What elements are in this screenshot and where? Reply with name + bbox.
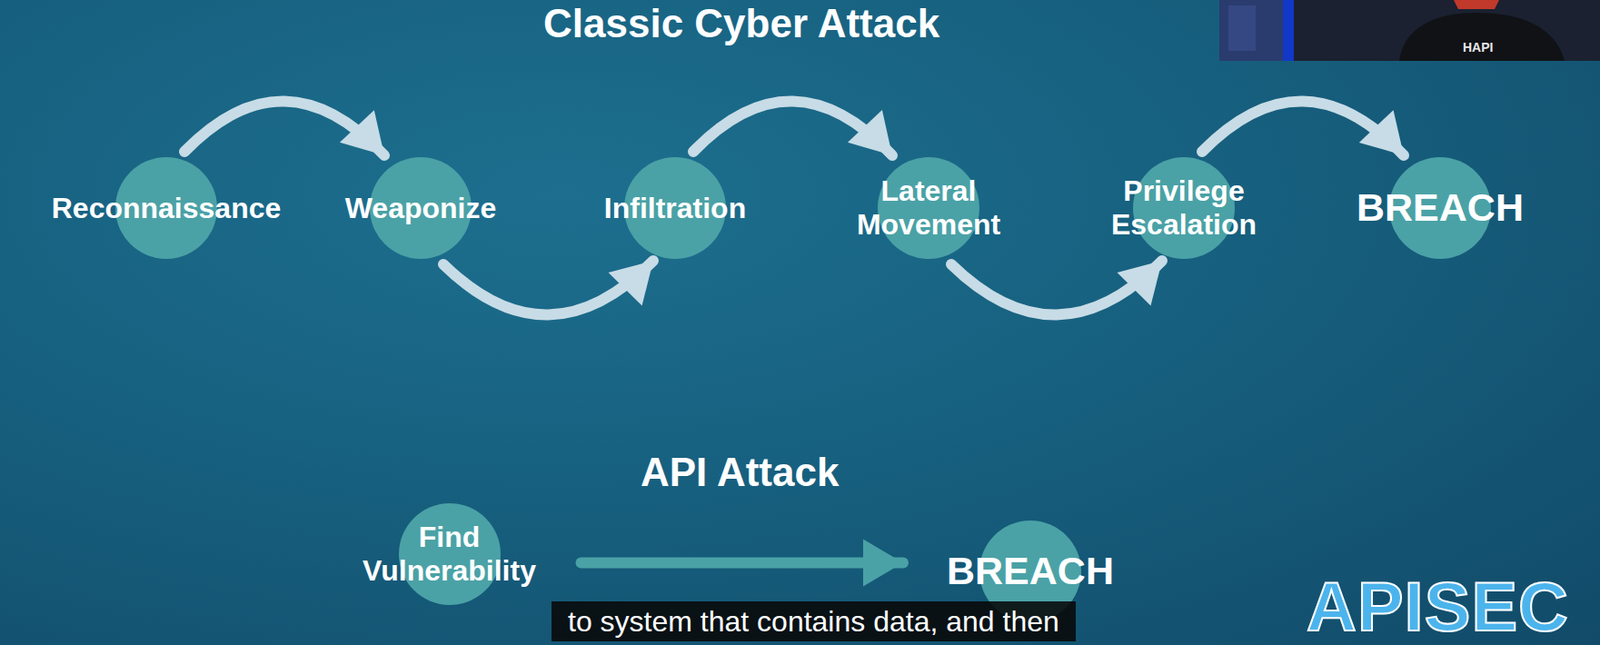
webcam-face [1453,0,1500,10]
section-heading: API Attack [640,448,839,497]
webcam-wall [1219,0,1283,61]
webcam-person [1399,12,1565,61]
arrow-head [847,109,893,156]
flow-arrow [951,260,1163,316]
circle-label: BREACH [946,548,1114,594]
circle-label: Privilege Escalation [1088,174,1280,242]
stage-circle: Lateral Movement [837,157,1020,259]
circle-label: Infiltration [604,191,746,226]
arrow-head [608,260,654,307]
circle-label-group: BREACH [946,548,1114,594]
circle-label: Lateral Movement [837,174,1020,242]
arrow-shaft [443,260,654,316]
webcam-frame [1219,0,1600,61]
circle-label: Find Vulnerability [337,520,561,588]
brand-logo: APISEC [1306,572,1570,642]
stage-circle: Infiltration [579,157,771,259]
video-subtitle: to system that contains data, and then [551,601,1076,642]
webcam-shelf [1228,5,1256,51]
arrow-shaft [951,260,1163,316]
stage-circle: BREACH [1340,157,1541,259]
arrow-shaft [581,557,905,569]
flow-arrow [693,100,893,156]
arrow-head [1117,260,1163,307]
circle-label-group: Find Vulnerability [337,520,561,588]
stage-circle: Find Vulnerability [337,503,561,606]
flow-arrow [184,100,385,156]
circle-label: BREACH [1356,185,1524,230]
arrow-shaft [1202,100,1404,156]
stage-circle: Privilege Escalation [1088,157,1280,259]
circle-label-group: BREACH [1356,185,1524,230]
flow-arrow [443,260,654,316]
circle-label-group: Infiltration [604,191,746,226]
shirt-print: HAPI [1462,39,1493,56]
circle-label-group: Reconnaissance [51,191,282,226]
diagram-title: Classic Cyber Attack [543,0,940,47]
webcam-light [1282,0,1294,61]
circle-label-group: Privilege Escalation [1088,174,1280,242]
arrow-head [1359,109,1404,156]
circle-label-group: Lateral Movement [837,174,1020,242]
arrow-shaft [184,100,385,156]
arrow-head [863,539,904,587]
stage-circle: Reconnaissance [29,157,303,259]
arrow-shaft [693,100,893,156]
flow-arrow [581,539,905,587]
circle-label-group: Weaponize [345,191,497,226]
circle-label: Reconnaissance [51,191,282,226]
stage-circle: Weaponize [325,157,517,259]
circle-label: Weaponize [345,191,497,226]
flow-arrow [1202,100,1404,156]
arrow-head [339,109,385,156]
